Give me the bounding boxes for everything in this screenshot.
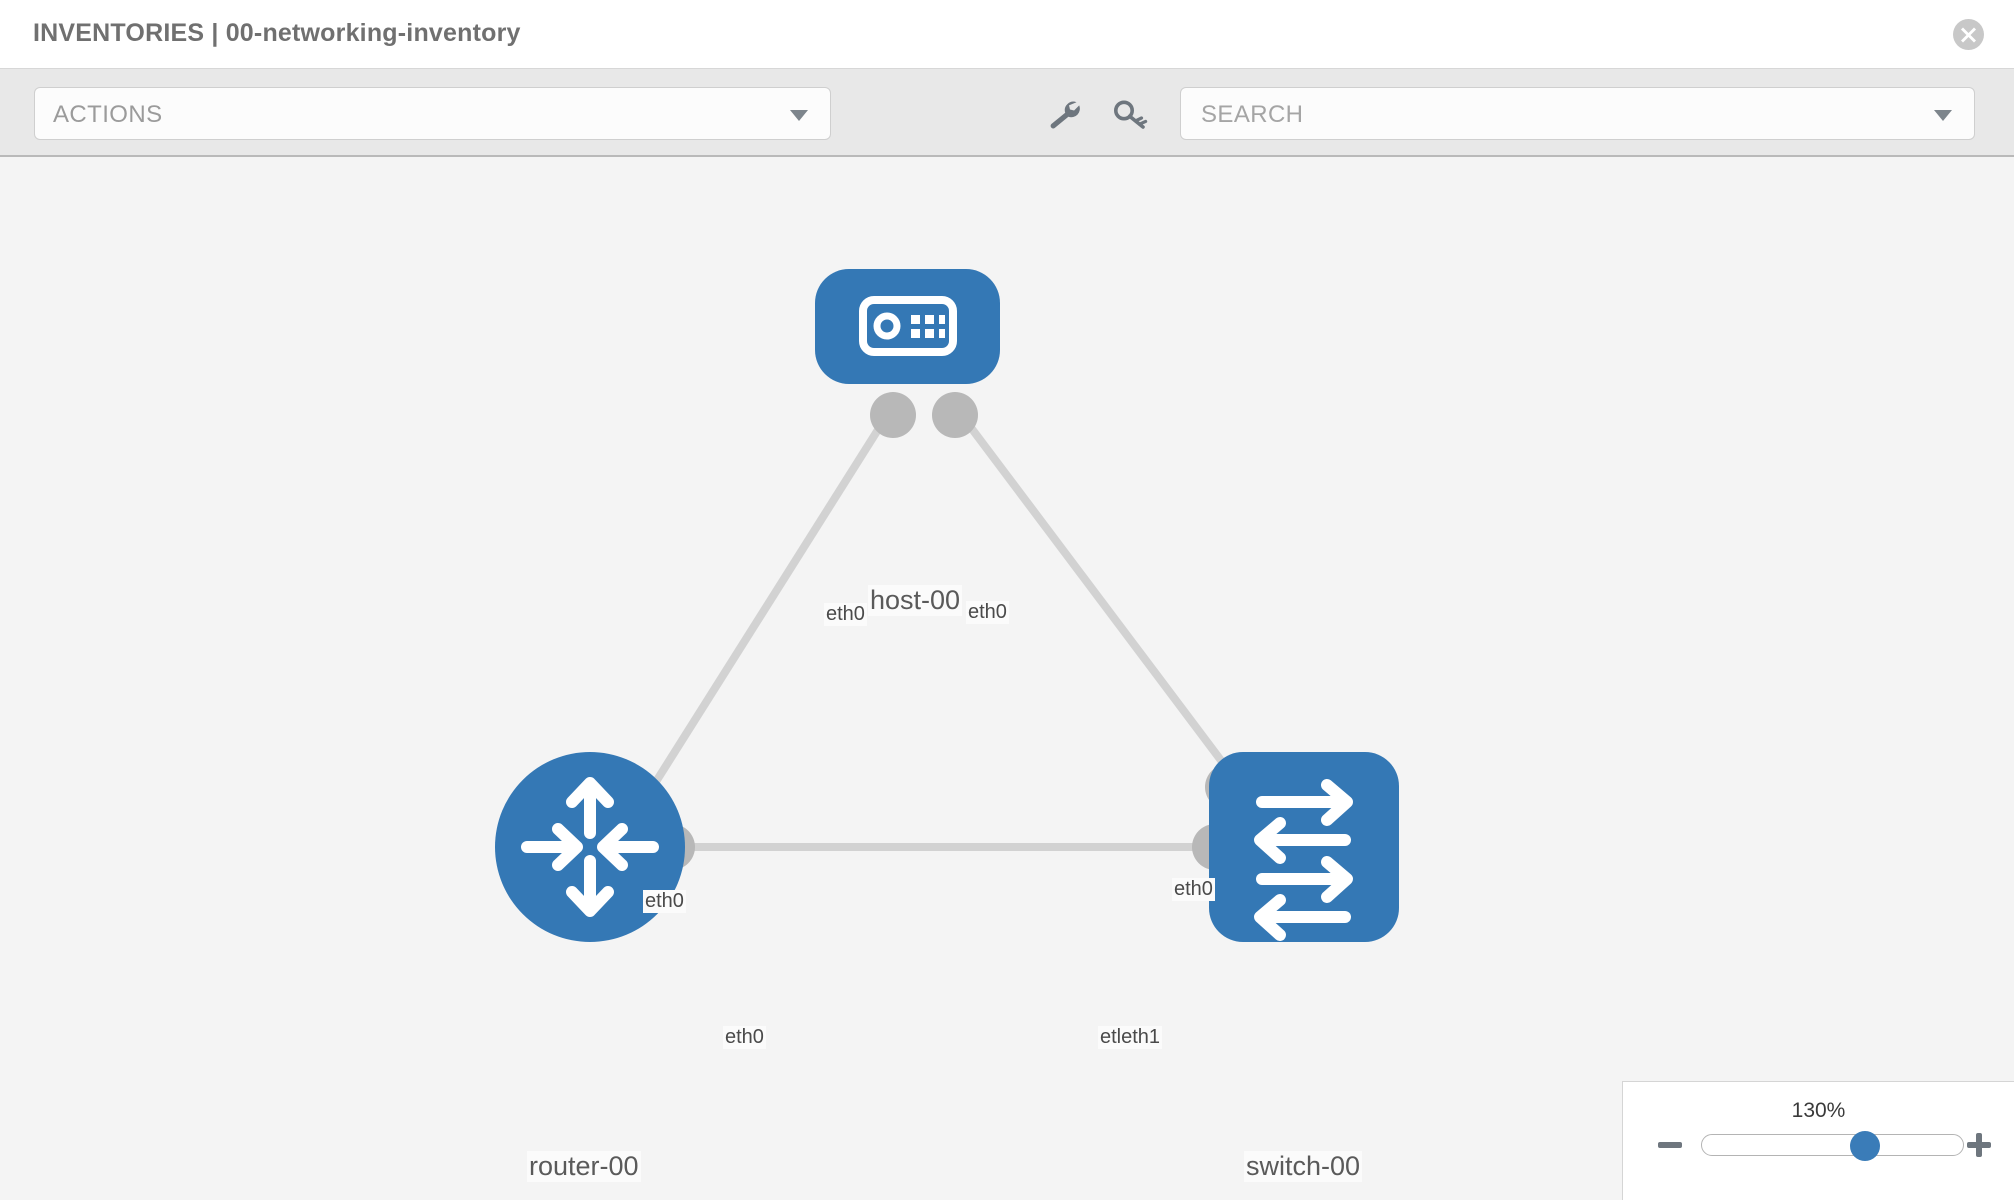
switch-arrows-icon <box>1254 779 1353 941</box>
topology-canvas[interactable]: eth0 host-00 eth0 eth0 eth0 eth0 etleth1… <box>0 157 2014 1200</box>
router-arrows-icon <box>521 777 659 917</box>
topology-node-router-00 <box>495 752 685 942</box>
link-router-host <box>636 414 890 810</box>
link-label-router-upper: eth0 <box>643 890 686 913</box>
link-label-router-right: eth0 <box>723 1026 766 1049</box>
topology-node-host-00 <box>815 269 1000 384</box>
plus-icon[interactable] <box>1966 1132 1992 1158</box>
server-icon <box>859 296 957 356</box>
topology-links <box>636 414 1260 851</box>
node-label-router: router-00 <box>527 1151 641 1182</box>
topology-node-switch-00 <box>1209 752 1399 942</box>
actions-dropdown-label: ACTIONS <box>53 101 163 128</box>
key-icon[interactable] <box>1113 99 1149 129</box>
actions-dropdown[interactable]: ACTIONS <box>34 87 831 140</box>
link-label-host-right: eth0 <box>966 601 1009 624</box>
link-label-host-left: eth0 <box>824 603 867 626</box>
topology-graph <box>495 269 1399 942</box>
link-host-switch <box>959 414 1260 810</box>
zoom-level-value: 130% <box>1791 1099 1846 1122</box>
link-label-switch-left: etleth1 <box>1098 1026 1163 1049</box>
minus-icon[interactable] <box>1657 1132 1683 1158</box>
zoom-slider-thumb[interactable] <box>1850 1131 1880 1161</box>
page-title: INVENTORIES | 00-networking-inventory <box>33 19 521 47</box>
search-input[interactable] <box>1199 88 1903 141</box>
page-header: INVENTORIES | 00-networking-inventory <box>0 0 2014 69</box>
close-icon[interactable] <box>1953 19 1984 50</box>
node-label-switch: switch-00 <box>1244 1151 1363 1182</box>
chevron-down-icon <box>790 110 808 121</box>
wrench-icon[interactable] <box>1046 99 1082 129</box>
search-box[interactable] <box>1180 87 1975 141</box>
topology-ports <box>649 392 1251 870</box>
zoom-slider[interactable] <box>1701 1131 1964 1161</box>
toolbar: ACTIONS <box>0 69 2014 157</box>
chevron-down-icon[interactable] <box>1934 110 1952 121</box>
node-label-host: host-00 <box>868 585 963 616</box>
port-host-left <box>870 392 916 438</box>
port-host-right <box>932 392 978 438</box>
zoom-control-panel: 130% <box>1622 1081 2014 1200</box>
link-label-switch-upper: eth0 <box>1172 878 1215 901</box>
